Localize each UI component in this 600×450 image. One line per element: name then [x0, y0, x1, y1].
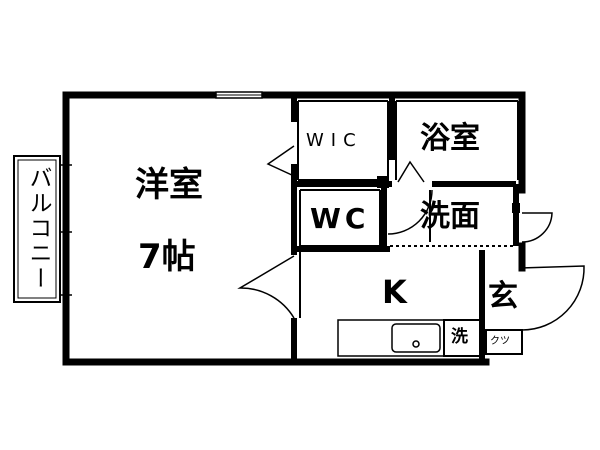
western-room-label: 洋室 [135, 165, 203, 205]
western-room-size: 7帖 [138, 237, 196, 277]
inner-walls [291, 95, 519, 362]
kitchen-counter [337, 319, 483, 357]
toilet-label: WC [310, 202, 370, 235]
shoe-closet-label: クツ [490, 336, 510, 347]
kitchen-label: K [382, 273, 407, 311]
door-swings [237, 145, 585, 331]
washer-label: 洗 [451, 327, 468, 347]
balcony-outline [13, 155, 61, 303]
window-top [215, 91, 263, 99]
washroom-label: 洗面 [420, 199, 480, 234]
walk-in-closet-label: WIC [306, 130, 363, 151]
entrance-label: 玄 [488, 279, 518, 314]
shoe-closet [485, 329, 523, 355]
balcony-label: バルコニー [25, 166, 51, 291]
bathroom-label: 浴室 [420, 121, 480, 156]
